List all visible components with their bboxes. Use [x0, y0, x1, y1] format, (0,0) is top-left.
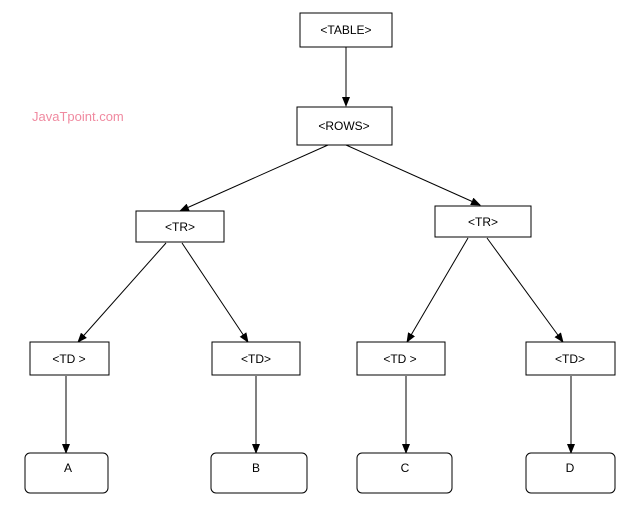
edge-tr-right-td3 — [406, 237, 469, 343]
leaf-a — [24, 452, 109, 494]
node-rows-label: <ROWS> — [318, 119, 369, 133]
node-td-4 — [525, 341, 616, 376]
node-rows — [296, 106, 393, 146]
edge-rows-tr-right — [345, 144, 481, 206]
edge-tr-right-td4 — [486, 237, 564, 343]
edge-tr-left-td2 — [181, 242, 249, 343]
edge-tr-left-td1 — [77, 242, 167, 343]
leaf-c — [356, 452, 453, 494]
edge-rows-tr-left — [179, 144, 329, 212]
node-td-1-label: <TD > — [52, 352, 85, 366]
leaf-a-label: A — [64, 461, 72, 475]
node-tr-right — [434, 205, 532, 238]
node-td-1 — [29, 341, 110, 376]
node-table — [299, 12, 393, 48]
node-tr-left-label: <TR> — [165, 220, 195, 234]
leaf-b-label: B — [252, 461, 260, 475]
node-td-3-label: <TD > — [383, 352, 416, 366]
node-td-2 — [211, 341, 301, 376]
leaf-c-label: C — [401, 461, 410, 475]
leaf-b — [210, 452, 308, 494]
node-td-4-label: <TD> — [555, 352, 585, 366]
node-tr-right-label: <TR> — [468, 215, 498, 229]
leaf-d-label: D — [566, 461, 575, 475]
node-td-2-label: <TD> — [241, 352, 271, 366]
watermark-text: JavaTpoint.com — [32, 109, 124, 124]
node-td-3 — [356, 341, 446, 376]
node-table-label: <TABLE> — [320, 23, 371, 37]
leaf-d — [525, 452, 616, 494]
node-tr-left — [135, 210, 225, 243]
